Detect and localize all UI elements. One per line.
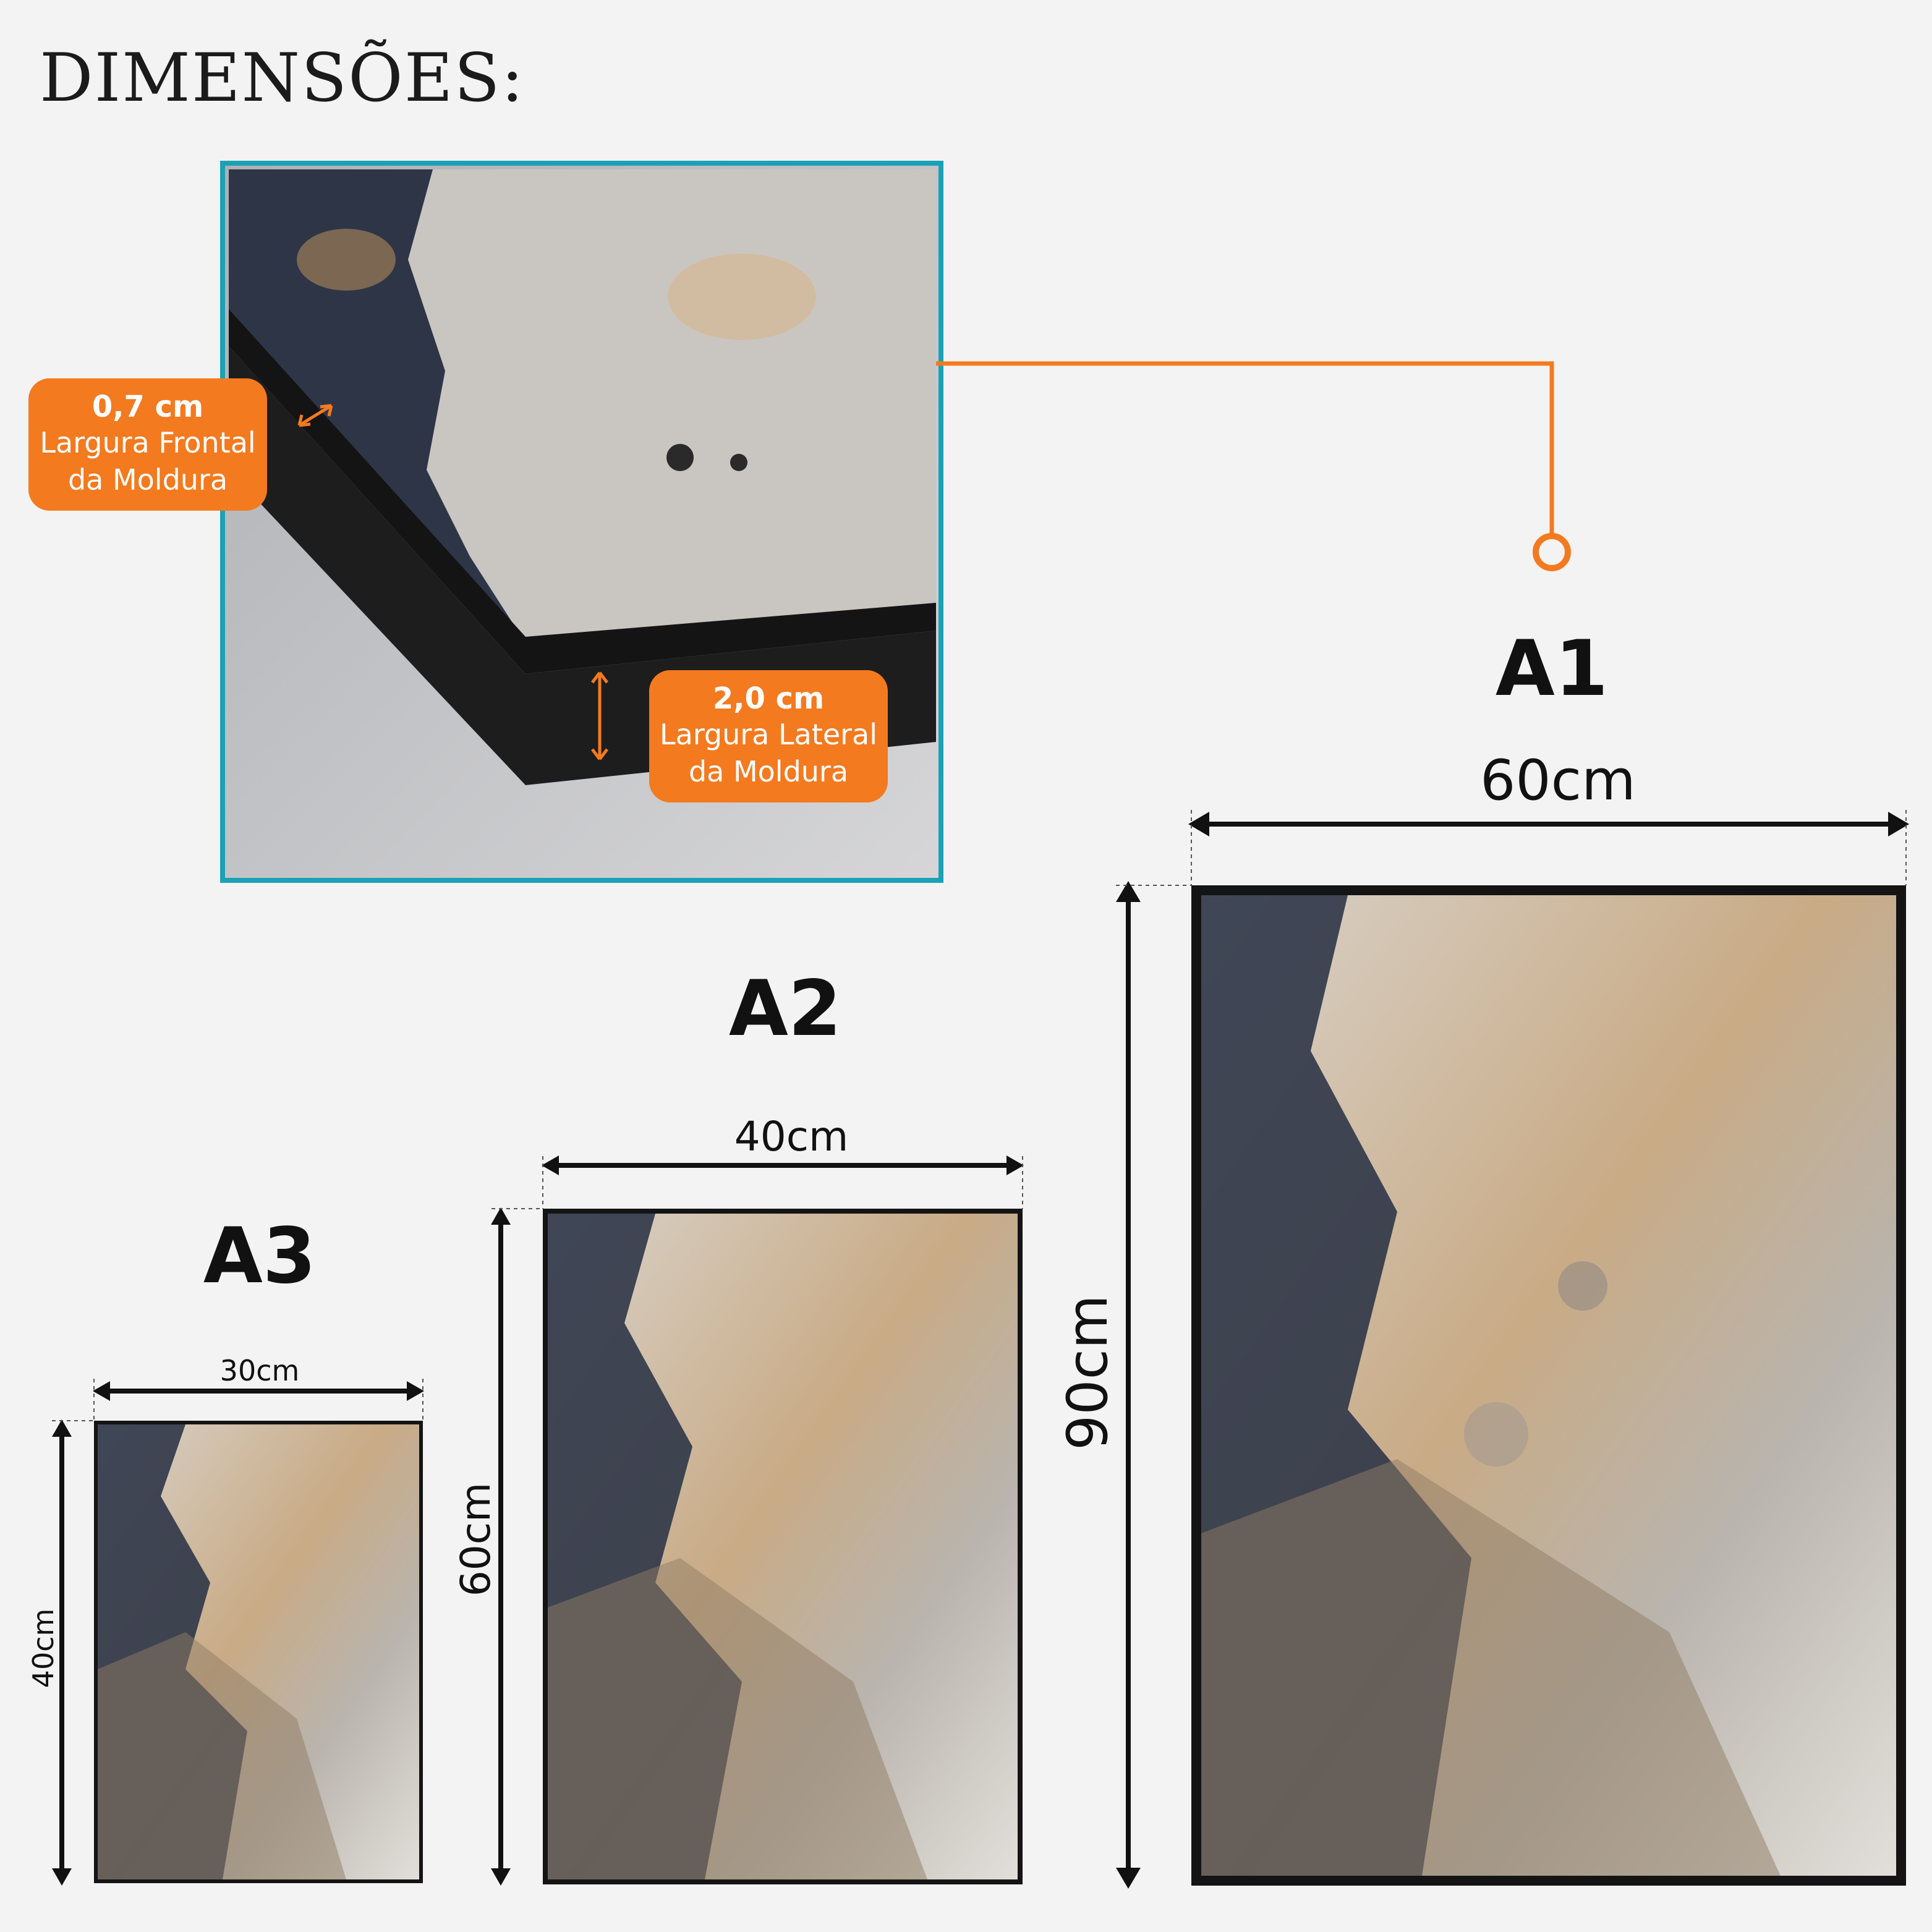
inset-pore: [666, 444, 694, 471]
frame-a1: [1191, 885, 1906, 1886]
side-width-value: 2,0 cm: [712, 681, 825, 716]
a2-width-label: 40cm: [734, 1113, 849, 1160]
front-width-arrow: [297, 404, 333, 427]
inset-frame-front: [229, 309, 936, 674]
inset-ochre-spot: [668, 253, 816, 340]
side-width-arrow: [591, 671, 608, 760]
front-width-label-line2: da Moldura: [67, 463, 228, 496]
dimension-guides: [52, 810, 1907, 1421]
page-title: DIMENSÕES:: [40, 40, 525, 117]
frame-a2: [543, 1209, 1023, 1884]
front-width-value: 0,7 cm: [91, 389, 204, 424]
a2-height-label: 60cm: [452, 1482, 500, 1597]
frame-a3: [94, 1421, 423, 1883]
front-width-label-line1: Largura Frontal: [40, 426, 256, 459]
size-a2-name: A2: [728, 964, 842, 1053]
side-width-label-line2: da Moldura: [688, 755, 849, 788]
inset-gold-speckle: [297, 229, 396, 291]
front-width-badge: 0,7 cm Largura Frontal da Moldura: [28, 378, 267, 511]
connector-line: [936, 361, 1571, 571]
a1-width-label: 60cm: [1480, 748, 1636, 813]
a3-width-label: 30cm: [219, 1354, 300, 1387]
inset-dark-stone: [229, 169, 526, 643]
size-a3-name: A3: [203, 1212, 317, 1301]
size-a1-name: A1: [1495, 624, 1609, 713]
a3-height-label: 40cm: [27, 1608, 60, 1688]
side-width-badge: 2,0 cm Largura Lateral da Moldura: [649, 670, 888, 802]
dimension-arrows: [52, 812, 1909, 1889]
connector-dot-icon: [1533, 533, 1571, 571]
inset-pore: [730, 454, 747, 471]
side-width-label-line1: Largura Lateral: [659, 718, 878, 751]
a1-height-label: 90cm: [1055, 1295, 1120, 1450]
inset-border: [220, 161, 943, 883]
